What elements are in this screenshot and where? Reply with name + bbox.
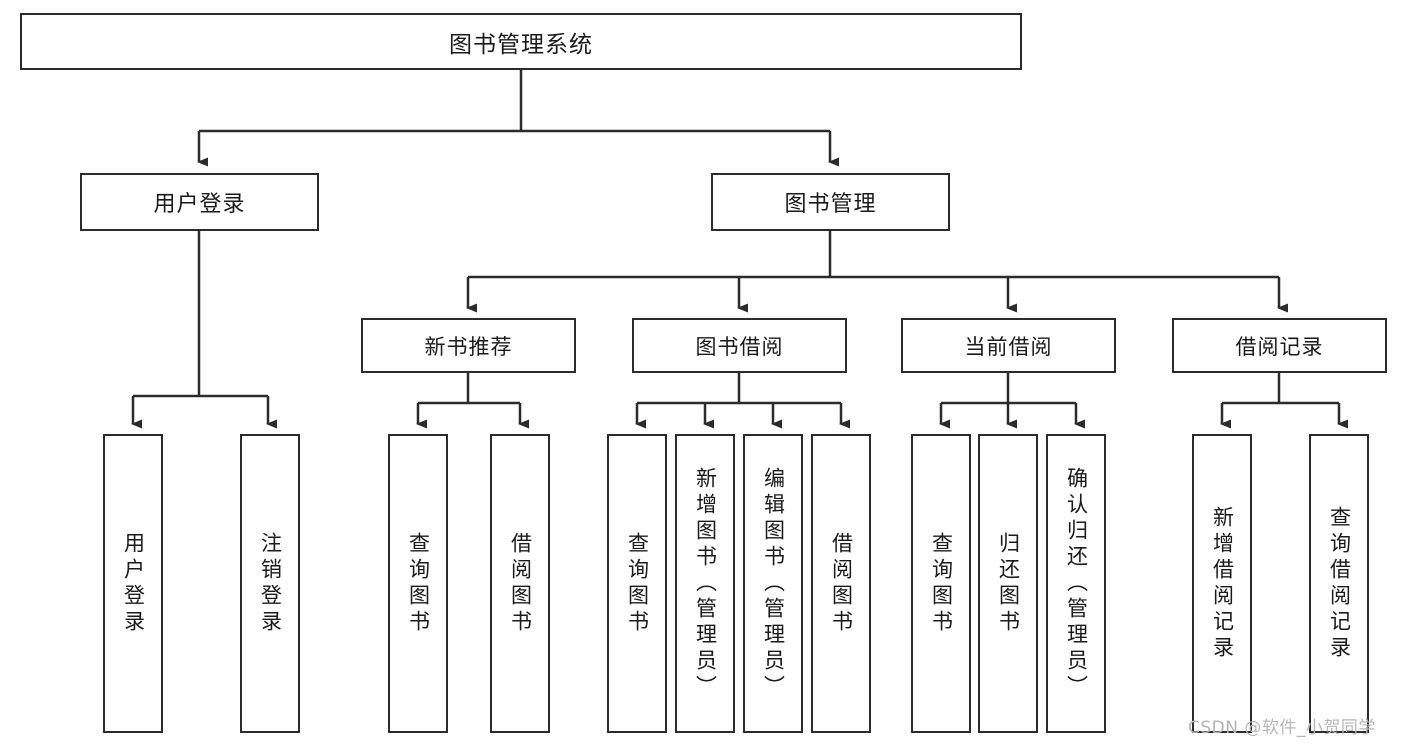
leaf-borrow-book[interactable]: 借阅图书 (811, 434, 871, 733)
leaf-query-book-borrow[interactable]: 查询图书 (607, 434, 667, 733)
node-label: 归还图书 (996, 531, 1021, 636)
node-label: 图书借阅 (695, 334, 784, 359)
leaf-query-borrow-record[interactable]: 查询借阅记录 (1309, 434, 1369, 733)
leaf-edit-book-admin[interactable]: 编辑图书（管理员） (743, 434, 803, 733)
watermark: CSDN @软件_小贺同学 (1188, 718, 1376, 738)
node-label: 注销登录 (258, 531, 283, 636)
node-book-borrow[interactable]: 图书借阅 (632, 318, 847, 373)
leaf-add-borrow-record[interactable]: 新增借阅记录 (1192, 434, 1252, 733)
node-label: 编辑图书（管理员） (761, 466, 786, 701)
leaf-confirm-return-admin[interactable]: 确认归还（管理员） (1046, 434, 1106, 733)
leaf-return-book[interactable]: 归还图书 (978, 434, 1038, 733)
node-label: 查询图书 (929, 531, 954, 636)
leaf-add-book-admin[interactable]: 新增图书（管理员） (675, 434, 735, 733)
node-label: 确认归还（管理员） (1064, 466, 1089, 701)
node-label: 当前借阅 (964, 334, 1053, 359)
leaf-logout[interactable]: 注销登录 (240, 434, 300, 733)
node-label: 查询借阅记录 (1327, 505, 1352, 662)
leaf-query-book-current[interactable]: 查询图书 (911, 434, 971, 733)
node-label: 借阅记录 (1235, 334, 1324, 359)
node-label: 新增图书（管理员） (693, 466, 718, 701)
node-label: 新书推荐 (424, 334, 513, 359)
leaf-borrow-book-recommend[interactable]: 借阅图书 (490, 434, 550, 733)
node-borrow-records[interactable]: 借阅记录 (1172, 318, 1387, 373)
leaf-query-book-recommend[interactable]: 查询图书 (388, 434, 448, 733)
node-new-book-recommend[interactable]: 新书推荐 (361, 318, 576, 373)
node-label: 用户登录 (153, 192, 246, 217)
node-label: 图书管理 (784, 192, 877, 217)
leaf-user-login[interactable]: 用户登录 (103, 434, 163, 733)
node-root-system[interactable]: 图书管理系统 (20, 13, 1022, 70)
node-label: 查询图书 (406, 531, 431, 636)
node-label: 图书管理系统 (449, 31, 593, 58)
node-user-login[interactable]: 用户登录 (80, 173, 319, 231)
node-label: 借阅图书 (829, 531, 854, 636)
node-label: 用户登录 (121, 531, 146, 636)
node-current-borrow[interactable]: 当前借阅 (901, 318, 1116, 373)
node-label: 查询图书 (625, 531, 650, 636)
node-label: 新增借阅记录 (1210, 505, 1235, 662)
node-book-management[interactable]: 图书管理 (711, 173, 950, 231)
node-label: 借阅图书 (508, 531, 533, 636)
